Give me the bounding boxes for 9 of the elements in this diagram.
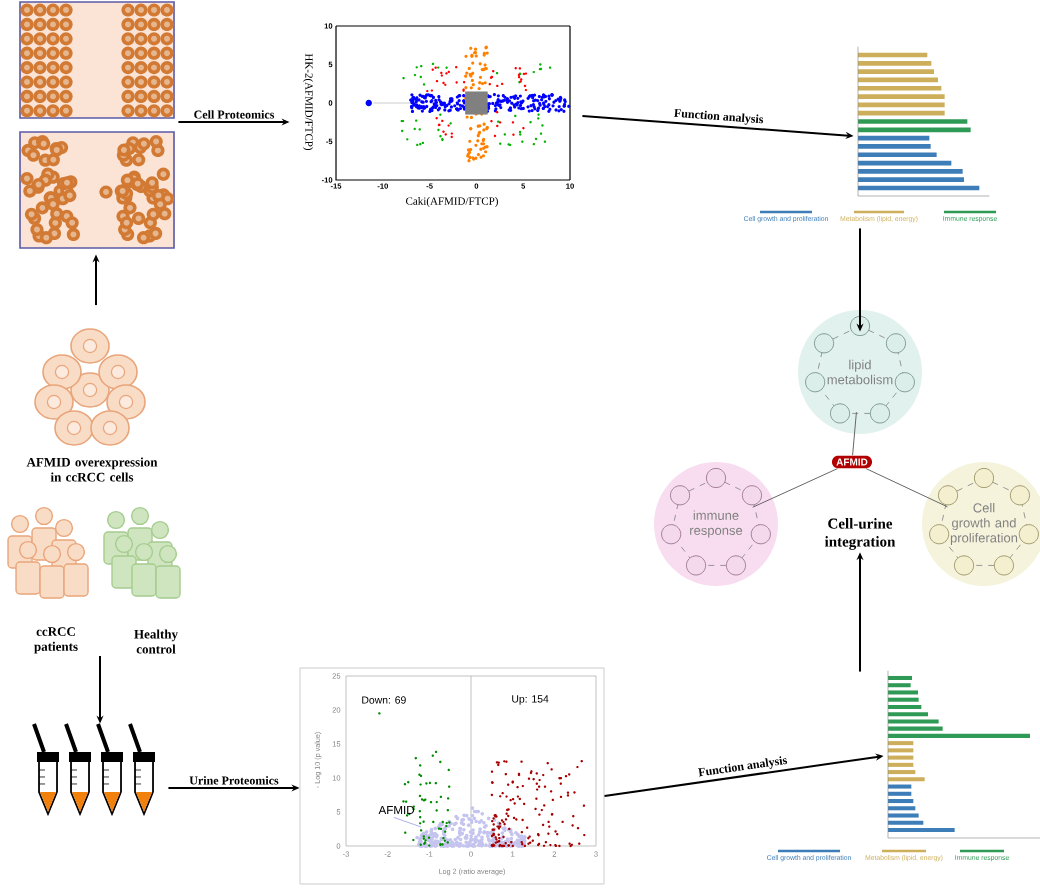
urine-tubes-drawing — [32, 723, 155, 817]
volcano-plot — [299, 667, 605, 885]
wound-healing-drawing — [19, 1, 175, 249]
connector-line — [865, 468, 948, 508]
connector-line — [852, 411, 857, 456]
scatter-plot — [335, 25, 571, 181]
bar-chart — [857, 46, 990, 197]
connector-line — [752, 468, 838, 508]
bar-chart — [887, 670, 1040, 839]
